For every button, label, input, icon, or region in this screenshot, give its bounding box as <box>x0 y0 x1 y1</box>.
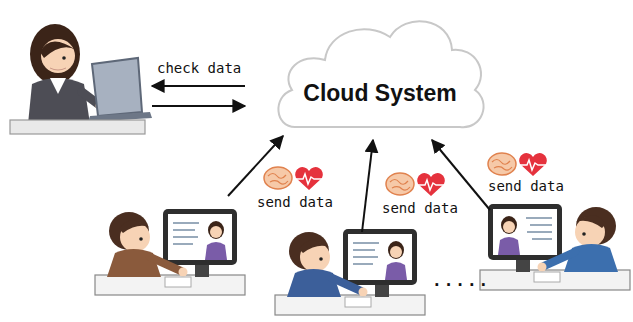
brain-heart-icon <box>488 153 547 176</box>
arrow-right <box>152 105 245 107</box>
node-label: Cloud System <box>303 80 456 107</box>
arrow-left <box>152 85 245 87</box>
flow-label: send data <box>486 178 566 195</box>
cloud-node: Cloud System <box>270 2 490 137</box>
student-figure <box>480 204 630 290</box>
brain-heart-icon <box>264 167 323 190</box>
ellipsis-mark: ..... <box>430 272 492 289</box>
flow-label: send data <box>255 194 335 211</box>
cloud-outline <box>270 2 490 137</box>
send-arrow <box>228 136 283 196</box>
student-figure <box>275 229 425 315</box>
teacher-figure <box>10 24 152 134</box>
cloud-shape <box>278 21 483 127</box>
flow-label: send data <box>380 200 460 217</box>
brain-heart-icon <box>386 173 445 196</box>
student-figure <box>95 209 245 295</box>
flow-label: check data <box>155 60 243 77</box>
send-arrow <box>362 140 373 232</box>
